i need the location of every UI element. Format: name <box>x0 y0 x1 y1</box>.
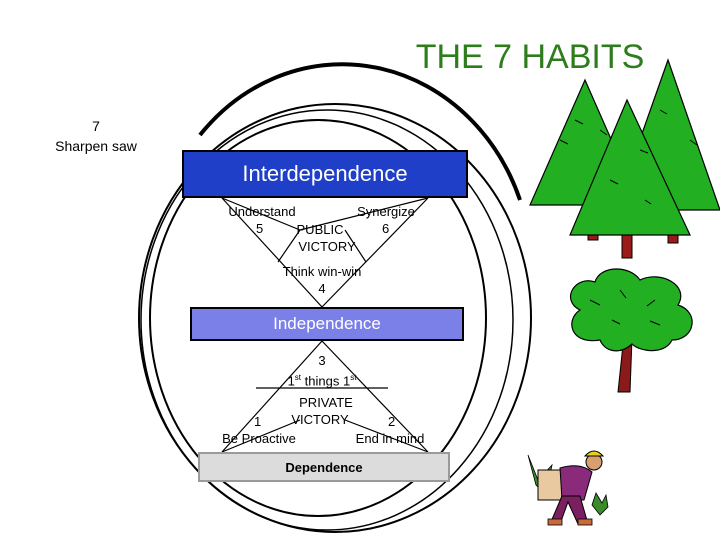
public-cross-right <box>299 197 429 231</box>
gardener-icon <box>527 450 609 526</box>
habit-3-ordinal2: st <box>350 373 357 382</box>
inner-circle <box>149 119 487 517</box>
outer-circle-inner-ring <box>140 109 514 531</box>
habit-3-label: 3 1st things 1st <box>272 352 372 389</box>
outer-circle-shadow <box>198 62 522 201</box>
habit-4-label: Think win-win 4 <box>272 263 372 297</box>
independence-label: Independence <box>273 314 381 333</box>
habit-2-text: End in mind <box>355 431 425 446</box>
habit-3-ordinal1: st <box>294 373 302 382</box>
public-line-left <box>221 197 323 308</box>
habit-3-text: 1st things 1st <box>272 369 372 389</box>
private-victory-label: PRIVATE VICTORY <box>286 394 366 428</box>
independence-band: Independence <box>190 307 464 341</box>
habit-1-label: 1 Be Proactive <box>214 413 304 447</box>
habit-6-number: 6 <box>382 221 390 236</box>
habit-6-text: Synergize <box>357 204 415 219</box>
public-line-right <box>321 197 429 308</box>
public-victory-line2: VICTORY <box>298 239 356 254</box>
pine-trees-icon <box>529 58 720 259</box>
public-inner-left <box>277 229 301 263</box>
habit-6-label: Synergize 6 <box>346 203 426 237</box>
private-line-right <box>321 340 429 453</box>
habit-4-number: 4 <box>318 281 326 296</box>
habit-7-label: 7 Sharpen saw <box>36 116 156 156</box>
habit-3-word1: 1 <box>287 373 295 389</box>
habit-7-number: 7 <box>92 118 100 134</box>
private-victory-line1: PRIVATE <box>299 395 353 410</box>
private-victory-line2: VICTORY <box>291 412 349 427</box>
habit-3-word2: things 1 <box>301 373 351 389</box>
habit-5-number: 5 <box>256 221 264 236</box>
dependence-band: Dependence <box>198 452 450 482</box>
habit-5-label: Understand 5 <box>222 203 302 237</box>
public-cross-left <box>221 197 301 231</box>
private-line-left <box>221 340 323 453</box>
outer-circle <box>138 103 532 533</box>
habit-5-text: Understand <box>228 204 296 219</box>
public-inner-right <box>344 229 367 263</box>
dependence-label: Dependence <box>285 459 363 475</box>
private-cross-right <box>344 419 429 453</box>
habit-2-number: 2 <box>388 414 396 429</box>
habit-3-number: 3 <box>318 353 326 368</box>
habit-7-text: Sharpen saw <box>55 138 137 154</box>
habit-4-text: Think win-win <box>282 264 362 279</box>
interdependence-label: Interdependence <box>242 161 408 186</box>
public-victory-label: PUBLIC VICTORY <box>282 221 372 255</box>
oak-tree-icon <box>569 268 693 393</box>
page-title: THE 7 HABITS <box>415 38 645 76</box>
interdependence-band: Interdependence <box>182 150 468 198</box>
habit-1-number: 1 <box>254 414 262 429</box>
public-victory-line1: PUBLIC <box>296 222 344 237</box>
habit-1-text: Be Proactive <box>222 431 296 446</box>
habit-2-label: 2 End in mind <box>350 413 430 447</box>
private-cross-left <box>221 419 301 453</box>
